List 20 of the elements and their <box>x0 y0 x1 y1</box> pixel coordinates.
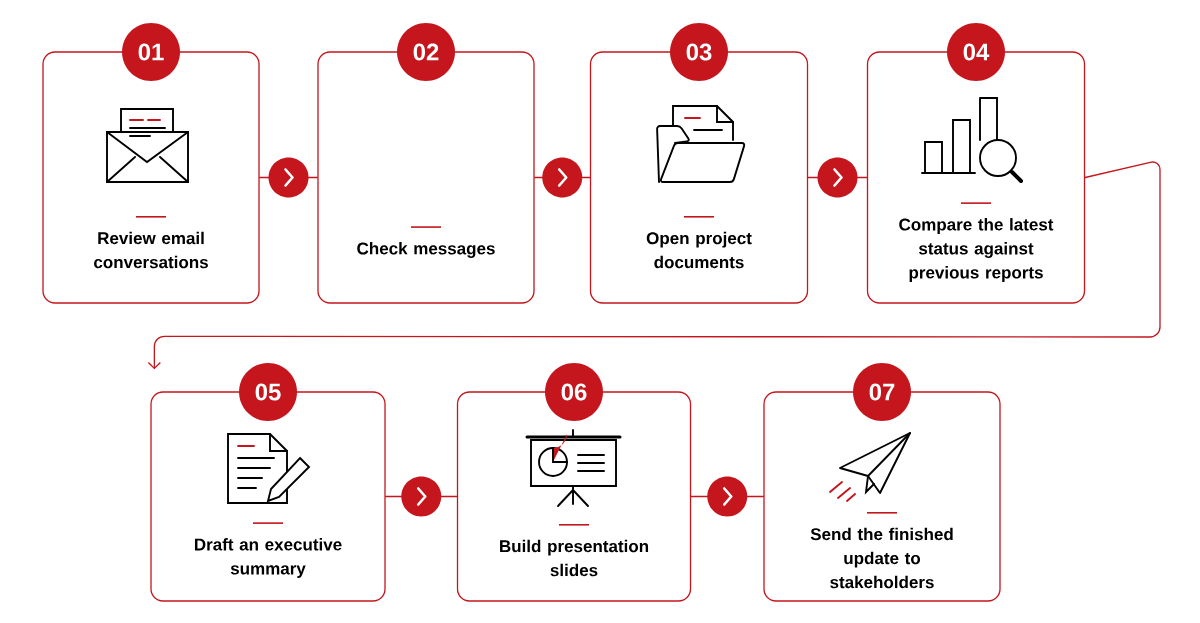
step-text: Draft an executive summary <box>195 538 342 578</box>
arrow <box>690 476 764 517</box>
step-text: Open project documents <box>646 231 752 269</box>
arrow <box>385 476 458 517</box>
arrow <box>807 157 868 198</box>
step-number-badge: 02 <box>397 23 455 81</box>
arrow <box>534 157 591 198</box>
step-number-badge: 01 <box>122 23 180 81</box>
step-number-badge: 04 <box>947 23 1005 81</box>
step-number-badge: 03 <box>670 23 728 81</box>
step-text: Check messages <box>357 242 495 258</box>
step-number-badge: 07 <box>853 363 911 421</box>
step-text: Send the finished update to stakeholders <box>810 527 953 589</box>
step-text: Build presentation slides <box>500 539 649 577</box>
arrow <box>147 161 1161 370</box>
step-number-badge: 05 <box>239 363 297 421</box>
arrow <box>259 157 318 198</box>
step-text: Compare the latest status against previous reports <box>899 218 1054 282</box>
step-number-badge: 06 <box>545 363 603 421</box>
step-text: Review email conversations <box>94 231 208 269</box>
